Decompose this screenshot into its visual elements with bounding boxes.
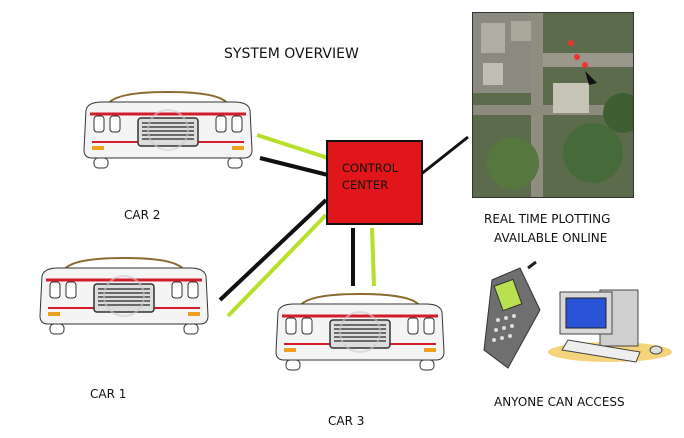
car2-link-dark [259, 156, 329, 177]
map-link [419, 135, 469, 177]
control-center-box: CONTROL CENTER [326, 140, 423, 225]
connection-lines [218, 133, 469, 318]
desktop-computer-icon [548, 289, 672, 363]
car-3-icon [274, 292, 446, 372]
car-1-icon [38, 256, 210, 336]
car3-link-green [370, 227, 376, 287]
diagram-title: SYSTEM OVERVIEW [224, 46, 359, 62]
satellite-map-image [472, 12, 634, 198]
car-1-label: CAR 1 [90, 387, 127, 401]
car2-link-green [256, 133, 329, 160]
map-caption-line-2: AVAILABLE ONLINE [494, 231, 608, 245]
control-center-line-1: CONTROL [342, 161, 399, 175]
mobile-phone-icon [483, 260, 541, 369]
access-caption: ANYONE CAN ACCESS [494, 395, 625, 409]
car1-link-dark [218, 198, 328, 302]
car-3-label: CAR 3 [328, 414, 365, 428]
control-center-label: CONTROL CENTER [342, 160, 398, 194]
control-center-line-2: CENTER [342, 178, 389, 192]
car-2-icon [82, 90, 254, 170]
map-caption-line-1: REAL TIME PLOTTING [484, 212, 611, 226]
car-2-label: CAR 2 [124, 208, 161, 222]
car1-link-green [226, 213, 328, 318]
